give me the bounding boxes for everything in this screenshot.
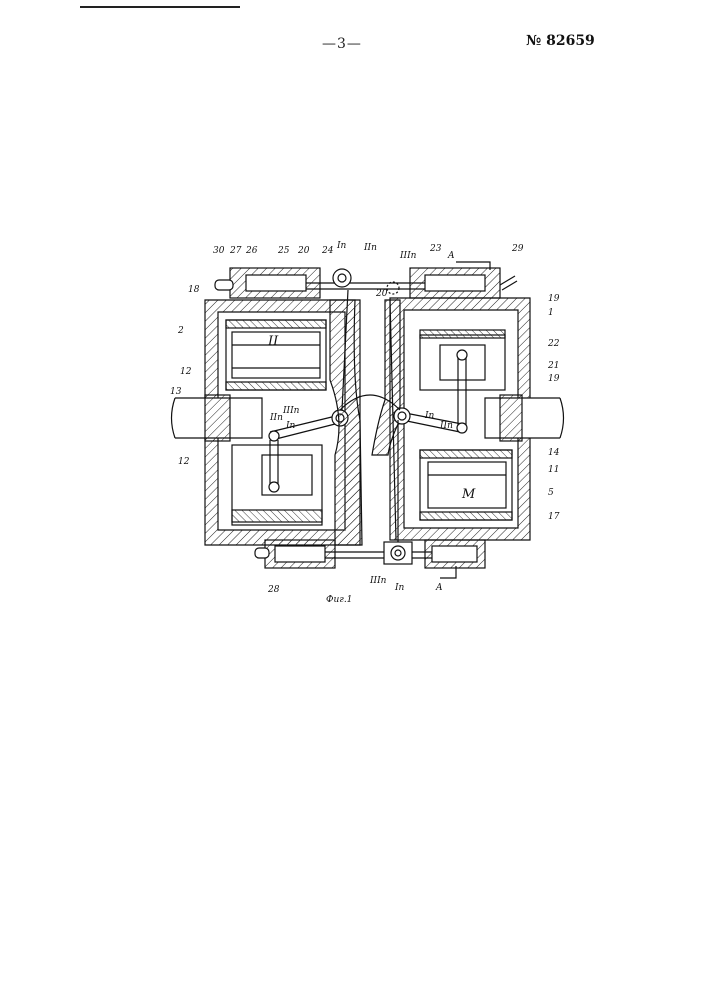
label-27: 27	[229, 246, 242, 256]
label-14: 14	[548, 448, 560, 458]
figure-caption: Фиг.1	[326, 595, 352, 605]
label-30: 30	[213, 246, 225, 256]
label-12-top: 12	[180, 367, 192, 377]
label-17: 17	[548, 512, 560, 522]
label-IIIn-bottom: IIIп	[369, 576, 387, 586]
label-19-top: 19	[548, 294, 560, 304]
label-IIn-left: IIп	[269, 413, 283, 423]
label-IIn-top: IIп	[363, 243, 377, 253]
label-IIn-right: IIп	[439, 421, 453, 431]
label-22: 22	[547, 339, 560, 349]
label-In-left: Iп	[285, 421, 296, 431]
label-II: II	[267, 334, 279, 349]
label-13: 13	[170, 387, 182, 397]
label-18: 18	[188, 285, 200, 295]
label-26: 26	[245, 246, 258, 256]
label-11: 11	[548, 465, 559, 475]
label-19-mid: 19	[548, 374, 560, 384]
label-12-bottom: 12	[178, 457, 190, 467]
label-2: 2	[177, 326, 184, 336]
label-In-top: Iп	[336, 241, 347, 251]
label-23: 23	[429, 244, 442, 254]
label-IIIn-top: IIIп	[399, 251, 417, 261]
label-1: 1	[548, 308, 554, 318]
label-20: 20	[297, 246, 310, 256]
label-M: M	[461, 487, 476, 502]
label-21: 21	[547, 361, 559, 371]
label-5: 5	[548, 488, 554, 498]
label-In-right: Iп	[424, 411, 435, 421]
label-20-mid: 20	[375, 289, 388, 299]
label-25: 25	[277, 246, 290, 256]
label-28: 28	[267, 585, 280, 595]
label-A-bottom: A	[435, 583, 443, 593]
label-29: 29	[511, 244, 524, 254]
label-In-bottom: Iп	[394, 583, 405, 593]
label-24: 24	[321, 246, 334, 256]
label-A-top: A	[447, 251, 455, 261]
label-IIIn-left: IIIп	[282, 406, 300, 416]
